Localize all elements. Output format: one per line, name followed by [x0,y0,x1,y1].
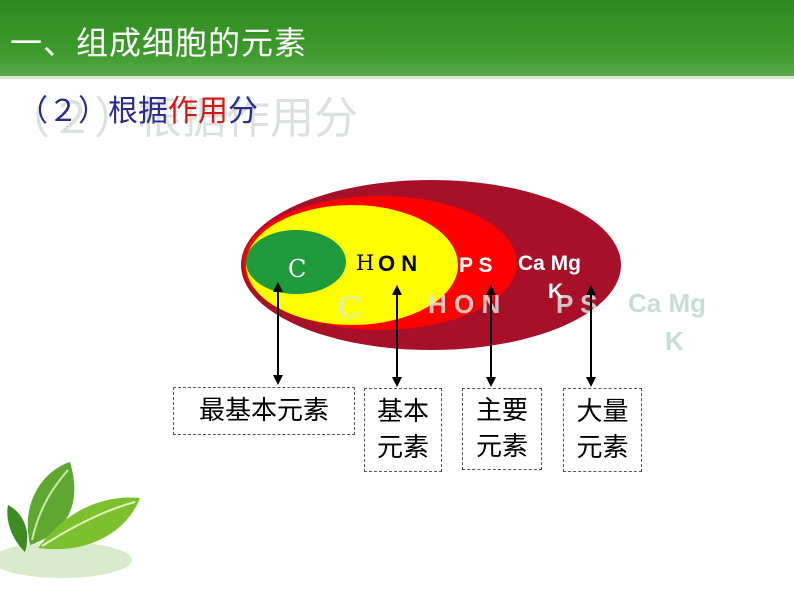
major-elements-box: 主要 元素 [462,388,542,470]
label-c: C [288,255,306,283]
label-on: O N [378,251,417,276]
ghost-label-hon: H O N [428,289,500,319]
basic-elements-box: 基本 元素 [364,388,442,472]
subtitle-part1: （２）根据 [18,94,168,129]
macro-elements-box: 大量 元素 [563,388,642,472]
header-divider [0,76,794,79]
basic-elements-line1: 基本 [376,397,429,427]
most-basic-element-box: 最基本元素 [173,387,355,435]
ghost-subtitle: （２）根据作用分 [6,93,358,144]
subtitle-part2: 作用 [168,94,228,129]
label-camg: Ca Mg [518,252,581,275]
header-bar [0,0,794,76]
macro-elements-line1: 大量 [576,397,629,427]
label-h: H [356,251,374,275]
most-basic-element-ellipse [246,230,346,294]
green-leaf-icon [0,462,140,578]
ghost-label-camg: Ca Mg [628,288,706,318]
major-elements-line2: 元素 [475,432,528,462]
page-title: 一、组成细胞的元素 [10,24,308,62]
macro-elements-line2: 元素 [576,433,629,463]
label-k: K [548,280,563,303]
major-elements-line1: 主要 [475,396,528,426]
label-ps: P S [459,254,492,277]
most-basic-element-label: 最基本元素 [198,396,329,426]
ghost-label-c: C [338,291,361,326]
subtitle-part3: 分 [228,94,258,129]
basic-elements-line2: 元素 [376,433,429,463]
ghost-label-k: K [665,326,684,356]
subtitle: （２）根据作用分 [18,86,258,130]
